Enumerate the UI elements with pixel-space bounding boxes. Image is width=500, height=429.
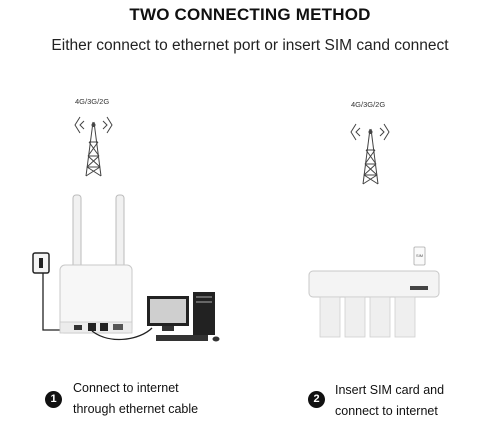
- wall-socket: [32, 252, 50, 274]
- step-1-line-2: through ethernet cable: [73, 402, 199, 416]
- cell-tower-icon: [350, 123, 390, 185]
- step-1-text: Connect to internet through ethernet cab…: [73, 378, 198, 420]
- step-2-text: Insert SIM card and connect to internet: [335, 380, 444, 422]
- step-1-badge: 1: [45, 391, 62, 408]
- page-subtitle: Either connect to ethernet port or inser…: [51, 37, 449, 54]
- step-2-badge: 2: [308, 391, 325, 408]
- sim-card-marking: SIM: [416, 253, 423, 258]
- desktop-computer-icon: [147, 292, 220, 342]
- network-label-method-2: 4G/3G/2G: [351, 100, 386, 109]
- sim-card-icon: SIM: [413, 246, 426, 266]
- page-title: TWO CONNECTING METHOD: [129, 5, 371, 24]
- step-1-line-1: Connect to internet: [73, 381, 179, 395]
- step-2-line-2: connect to internet: [335, 404, 438, 418]
- router-device: [59, 194, 133, 334]
- ethernet-cable: [91, 327, 153, 341]
- cell-tower-icon: [74, 116, 113, 177]
- step-2-line-1: Insert SIM card and: [335, 383, 445, 397]
- network-label-method-1: 4G/3G/2G: [75, 97, 110, 106]
- router-device: [308, 270, 440, 338]
